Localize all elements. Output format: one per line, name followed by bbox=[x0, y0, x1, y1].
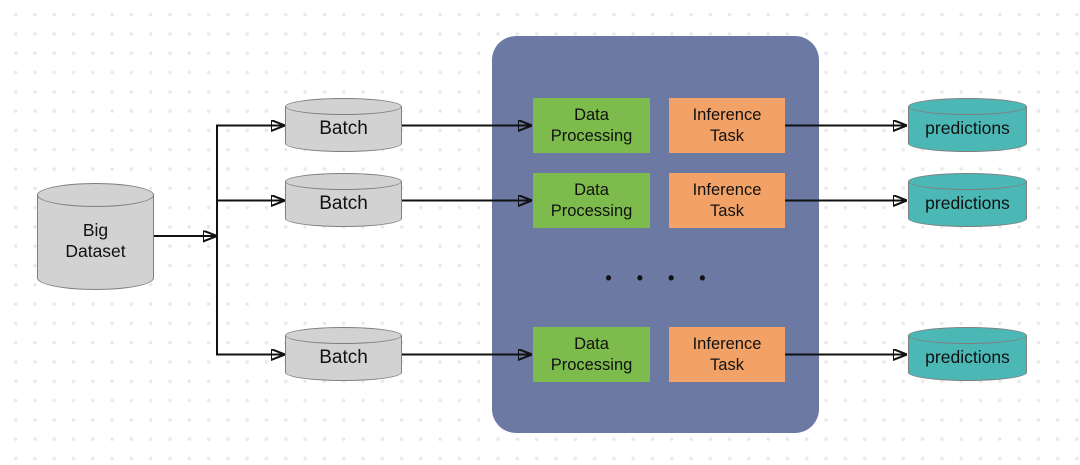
predictions-label: predictions bbox=[925, 346, 1010, 367]
data-processing-box-1: Data Processing bbox=[533, 98, 650, 153]
cylinder-top-ellipse bbox=[908, 98, 1027, 115]
data-processing-box-2: Data Processing bbox=[533, 173, 650, 228]
predictions-cylinder-3: predictions bbox=[908, 327, 1027, 381]
cylinder-top-ellipse bbox=[285, 98, 402, 115]
predictions-label: predictions bbox=[925, 117, 1010, 138]
batch-label: Batch bbox=[319, 192, 368, 214]
cylinder-top-ellipse bbox=[37, 183, 154, 207]
cylinder-body bbox=[37, 195, 154, 290]
batch-cylinder-1: Batch bbox=[285, 98, 402, 152]
predictions-cylinder-2: predictions bbox=[908, 173, 1027, 227]
cylinder-top-ellipse bbox=[285, 327, 402, 344]
inference-task-box-1: Inference Task bbox=[669, 98, 785, 153]
predictions-cylinder-1: predictions bbox=[908, 98, 1027, 152]
predictions-label: predictions bbox=[925, 192, 1010, 213]
big-dataset-cylinder: Big Dataset bbox=[37, 183, 154, 290]
big-dataset-label: Big Dataset bbox=[65, 219, 126, 262]
batch-cylinder-3: Batch bbox=[285, 327, 402, 381]
batch-label: Batch bbox=[319, 117, 368, 139]
data-processing-box-3: Data Processing bbox=[533, 327, 650, 382]
more-rows-ellipsis: • • • • bbox=[605, 267, 716, 288]
batch-label: Batch bbox=[319, 346, 368, 368]
cylinder-top-ellipse bbox=[908, 173, 1027, 190]
inference-task-box-3: Inference Task bbox=[669, 327, 785, 382]
cylinder-top-ellipse bbox=[285, 173, 402, 190]
cylinder-top-ellipse bbox=[908, 327, 1027, 344]
batch-cylinder-2: Batch bbox=[285, 173, 402, 227]
inference-task-box-2: Inference Task bbox=[669, 173, 785, 228]
